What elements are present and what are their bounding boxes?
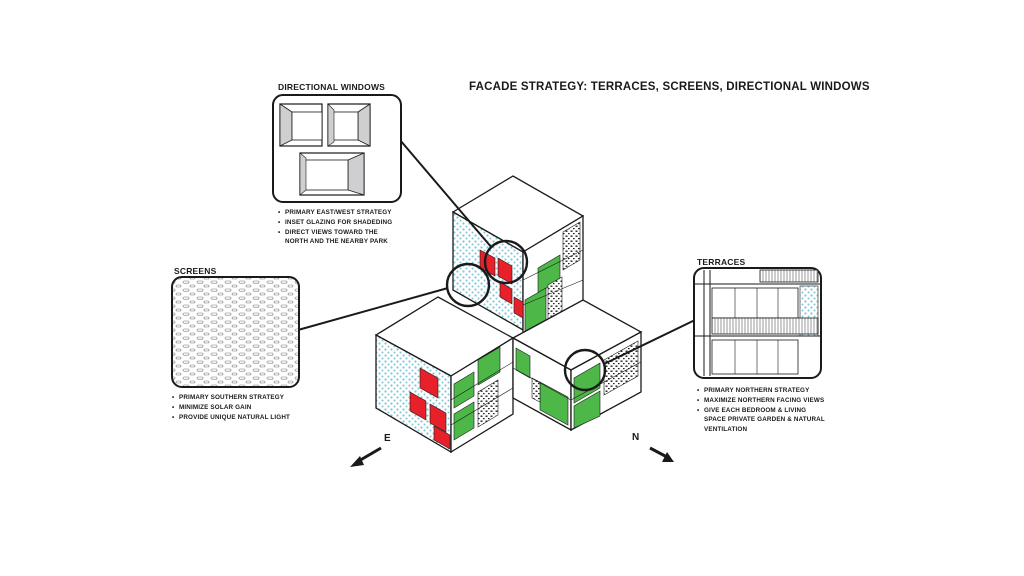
directional-window-red bbox=[433, 425, 451, 450]
bullet-item: VENTILATION bbox=[704, 426, 748, 434]
bullet-item: PROVIDE UNIQUE NATURAL LIGHT bbox=[172, 413, 290, 423]
terrace-green bbox=[453, 401, 475, 441]
terrace-green bbox=[573, 390, 601, 429]
bullet-item: SPACE PRIVATE GARDEN & NATURAL bbox=[704, 416, 825, 424]
bullet-item: INSET GLAZING FOR SHADEDING bbox=[278, 218, 392, 228]
directional-window-red bbox=[497, 257, 513, 285]
bullet-item: PRIMARY EAST/WEST STRATEGY bbox=[278, 208, 392, 218]
callout-circle-screens bbox=[445, 262, 491, 308]
screens-callout bbox=[171, 276, 300, 388]
bullet-item: MINIMIZE SOLAR GAIN bbox=[172, 403, 290, 413]
bullet-item: DIRECT VIEWS TOWARD THE bbox=[278, 228, 392, 238]
directional-window-red bbox=[419, 367, 439, 399]
north-arrow bbox=[649, 446, 674, 462]
directional-windows-bullets: PRIMARY EAST/WEST STRATEGY INSET GLAZING… bbox=[278, 208, 392, 247]
terrace-green bbox=[453, 371, 475, 409]
bullet-item: PRIMARY NORTHERN STRATEGY bbox=[697, 386, 825, 396]
terrace-green bbox=[515, 347, 531, 379]
screen-panel bbox=[603, 340, 639, 396]
directional-window-red bbox=[499, 281, 513, 305]
inset-window-icon bbox=[299, 152, 365, 196]
directional-window-red bbox=[409, 391, 427, 421]
directional-window-red bbox=[429, 403, 447, 433]
building-axonometric bbox=[374, 175, 643, 454]
leader-line-windows bbox=[399, 139, 493, 249]
bullet-item: MAXIMIZE NORTHERN FACING VIEWS bbox=[697, 396, 825, 406]
east-label: E bbox=[384, 433, 391, 444]
screens-bullets: PRIMARY SOUTHERN STRATEGY MINIMIZE SOLAR… bbox=[172, 393, 290, 422]
terraces-label: TERRACES bbox=[697, 257, 746, 267]
diagram-title: FACADE STRATEGY: TERRACES, SCREENS, DIRE… bbox=[469, 81, 870, 93]
bullet-item: GIVE EACH BEDROOM & LIVING bbox=[697, 406, 825, 416]
directional-windows-label: DIRECTIONAL WINDOWS bbox=[278, 82, 386, 92]
directional-window-red bbox=[513, 296, 524, 319]
terrace-green bbox=[477, 346, 501, 386]
east-arrow bbox=[350, 446, 382, 467]
screen-panel bbox=[477, 379, 499, 428]
right-wing-block bbox=[511, 299, 643, 432]
leader-line-screens bbox=[297, 287, 449, 331]
screen-panel bbox=[531, 377, 541, 403]
inset-window-icon bbox=[327, 103, 371, 147]
callout-circle-windows bbox=[483, 239, 529, 285]
callout-circle-terraces bbox=[563, 348, 607, 392]
bullet-item: PRIMARY SOUTHERN STRATEGY bbox=[172, 393, 290, 403]
terrace-green bbox=[573, 362, 601, 404]
terraces-callout bbox=[693, 267, 822, 379]
north-label: N bbox=[632, 432, 640, 443]
bullet-item: NORTH AND THE NEARBY PARK bbox=[285, 238, 388, 246]
left-wing-block bbox=[374, 296, 515, 454]
directional-windows-callout bbox=[272, 94, 402, 203]
leader-line-terraces bbox=[603, 319, 696, 365]
terraces-bullets: PRIMARY NORTHERN STRATEGY MAXIMIZE NORTH… bbox=[697, 386, 825, 435]
inset-window-icon bbox=[279, 103, 323, 147]
screens-label: SCREENS bbox=[174, 266, 217, 276]
